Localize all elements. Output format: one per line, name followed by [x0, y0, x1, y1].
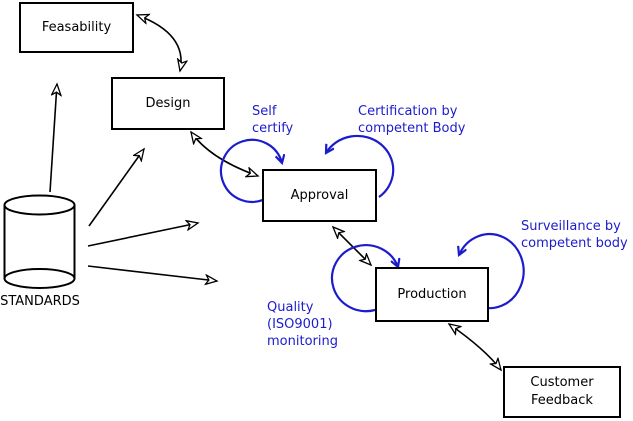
surveillance-loop [459, 233, 525, 310]
surveillance-label: Surveillance by competent body [521, 219, 628, 251]
design-node: Design [111, 77, 225, 130]
arrow-standards-production [87, 265, 217, 281]
arrow-production-customer-feedback [449, 324, 501, 370]
certification-loop [326, 134, 395, 198]
arrow-design-approval [191, 132, 258, 176]
arrow-feasability-design [137, 15, 181, 71]
arrow-standards-design [88, 149, 144, 227]
quality-label: Quality (ISO9001) monitoring [267, 300, 338, 349]
arrow-standards-approval [87, 223, 198, 247]
self-certify-label: Self certify [252, 104, 294, 136]
production-node: Production [375, 267, 489, 322]
approval-node: Approval [262, 169, 377, 222]
customer-feedback-node: Customer Feedback [503, 366, 621, 418]
certification-label: Certification by competent Body [358, 104, 466, 136]
arrow-standards-feasability [49, 84, 57, 193]
arrow-approval-production [333, 227, 371, 265]
standards-cylinder [3, 194, 76, 289]
self-certify-loop [219, 138, 282, 203]
standards-label: STANDARDS [0, 294, 80, 309]
quality-loop [330, 244, 398, 313]
feasability-node: Feasability [19, 2, 134, 53]
